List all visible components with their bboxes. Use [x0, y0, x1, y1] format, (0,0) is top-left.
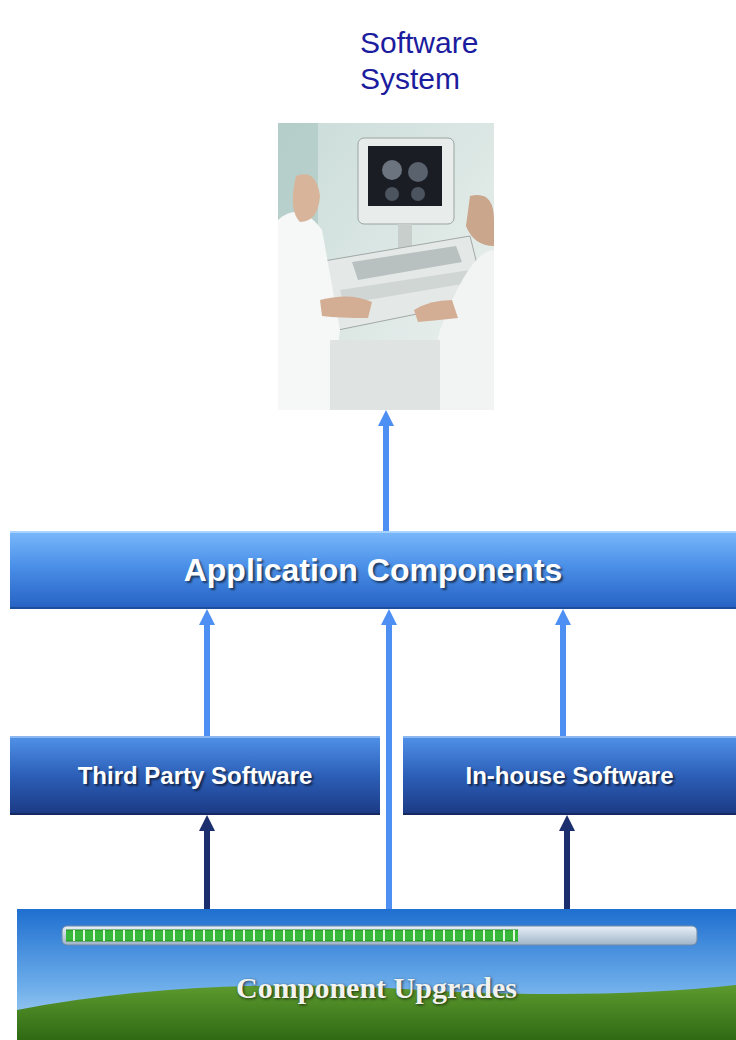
heading: Software System	[360, 25, 490, 97]
arrow-head	[199, 609, 215, 625]
in-house-box: In-house Software	[403, 736, 736, 815]
box-label: Component Upgrades	[236, 971, 517, 1005]
connector	[564, 829, 570, 909]
photo	[278, 123, 494, 410]
connector	[386, 623, 392, 909]
connector	[204, 623, 210, 736]
box-label: Application Components	[184, 552, 563, 589]
arrow-head	[381, 609, 397, 625]
software-system-photo: Software System	[278, 123, 494, 410]
connector	[560, 623, 566, 736]
box-label: Third Party Software	[78, 762, 313, 790]
application-band: Application Components	[10, 531, 736, 609]
connector	[383, 424, 389, 531]
arrow-head	[559, 815, 575, 831]
arrow-head	[199, 815, 215, 831]
upgrade-ground	[17, 909, 736, 1040]
connector	[204, 829, 210, 909]
arrow-head	[555, 609, 571, 625]
box-label: In-house Software	[465, 762, 673, 790]
upgrades-band: Component Upgrades	[17, 909, 736, 1040]
third-party-box: Third Party Software	[10, 736, 380, 815]
arrow-head	[378, 410, 394, 426]
